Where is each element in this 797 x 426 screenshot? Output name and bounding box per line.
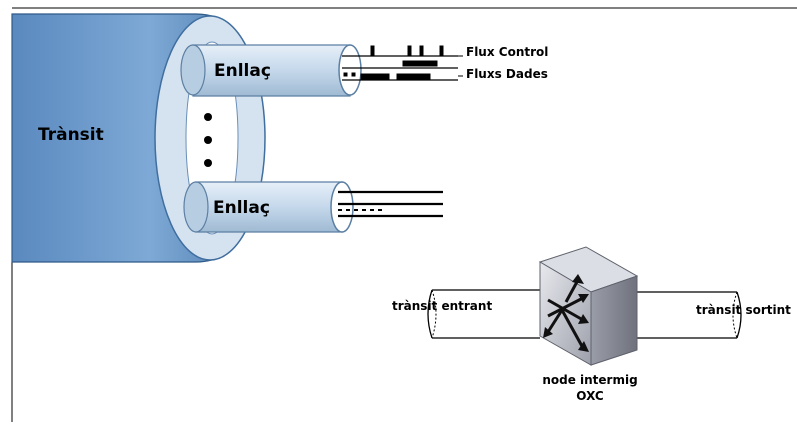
ellipsis-dot-2 (204, 136, 212, 144)
flux-dades-label: Fluxs Dades (466, 67, 548, 81)
link-bottom-label: Enllaç (213, 198, 270, 218)
ellipsis-dot-1 (204, 113, 212, 121)
link-tube-bottom (183, 181, 354, 233)
transit-label: Trànsit (38, 125, 104, 145)
transit-out-label: trànsit sortint (696, 303, 791, 317)
link-tube-top (180, 44, 362, 97)
transit-in-label: trànsit entrant (392, 299, 493, 313)
optical-cross-connect-icon (538, 246, 639, 366)
link-top-label: Enllaç (214, 61, 271, 81)
flux-lines-top (342, 45, 463, 81)
flux-control-label: Flux Control (466, 45, 549, 59)
flux-lines-bottom (338, 190, 443, 218)
ellipsis-dot-3 (204, 159, 212, 167)
node-label-line1: node intermig (542, 373, 638, 387)
node-label-line2: OXC (576, 389, 604, 403)
transit-in-tube (427, 289, 540, 339)
